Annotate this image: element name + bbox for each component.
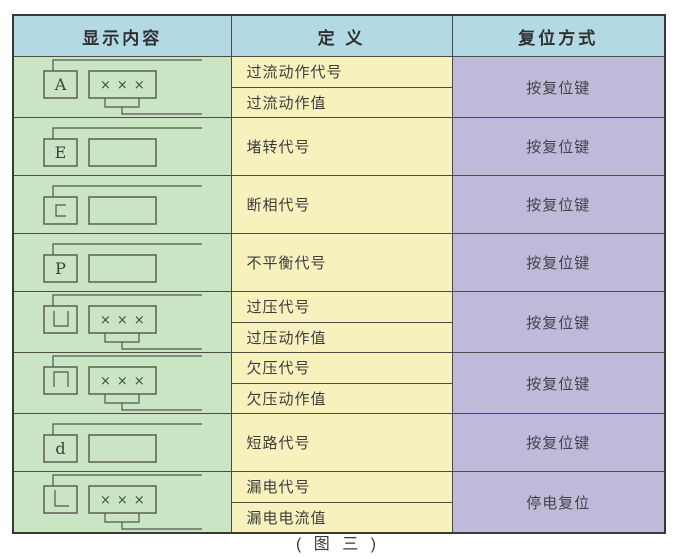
reset-method-cell: 按复位键 <box>451 117 666 176</box>
value-box <box>88 366 157 395</box>
reset-method-cell: 按复位键 <box>451 175 666 234</box>
display-content-cell <box>12 175 232 234</box>
table-row: ××× 过压代号按复位键 <box>12 291 666 353</box>
value-box <box>88 253 157 283</box>
leader-line <box>52 59 203 71</box>
code-letter-box <box>43 70 78 99</box>
table-subrow: 过流动作值 <box>13 86 665 118</box>
code-letter-box <box>43 366 78 395</box>
display-glyph: d <box>43 422 203 463</box>
reset-method-cell: 按复位键 <box>451 56 666 118</box>
code-symbol-square-L <box>54 490 70 507</box>
reset-method-cell: 按复位键 <box>451 291 666 353</box>
definition-cell: 欠压动作值 <box>230 382 453 414</box>
definition-cell: 堵转代号 <box>230 117 453 176</box>
display-glyph: ××× A <box>43 59 203 115</box>
table-row: E 堵转代号按复位键 <box>12 117 666 176</box>
table-subrow: 过压动作值 <box>13 321 665 353</box>
table-row: ××× A 过流动作代号按复位键 <box>12 56 666 118</box>
code-letter-box <box>43 305 78 334</box>
definition-cell: 漏电电流值 <box>230 501 453 534</box>
table-row: ××× 漏电代号停电复位 <box>12 471 666 534</box>
leader-line <box>52 474 203 486</box>
code-letter-box <box>43 137 78 167</box>
code-letter-box <box>43 485 78 514</box>
definition-cell: 断相代号 <box>230 175 453 234</box>
table-row: d 短路代号按复位键 <box>12 413 666 472</box>
display-glyph: ××× <box>43 294 203 350</box>
figure-caption: ( 图 三 ) <box>296 536 380 553</box>
leader-line <box>52 294 203 306</box>
header-display-content: 显示内容 <box>12 14 232 57</box>
display-content-cell: P <box>12 233 232 292</box>
value-box <box>88 305 157 334</box>
display-content-cell: ××× <box>12 352 232 414</box>
display-glyph: ××× <box>43 355 203 411</box>
pointer-bracket <box>104 513 140 523</box>
leader-line <box>52 355 203 367</box>
definition-cell: 漏电代号 <box>230 471 453 503</box>
header-reset-method: 复位方式 <box>451 14 666 57</box>
definition-cell: 欠压代号 <box>230 352 453 384</box>
display-content-cell: ××× <box>12 471 232 534</box>
pointer-bracket <box>104 333 140 343</box>
display-glyph <box>43 184 203 225</box>
code-letter-box <box>43 253 78 283</box>
leader-line <box>52 242 203 255</box>
code-letter-box <box>43 195 78 225</box>
reset-method-cell: 停电复位 <box>451 471 666 534</box>
value-placeholder: ××× <box>100 374 151 389</box>
leader-line <box>52 184 203 197</box>
table-row: 断相代号按复位键 <box>12 175 666 234</box>
header-row: 显示内容 定 义 复位方式 <box>12 14 666 57</box>
display-glyph: P <box>43 242 203 283</box>
pointer-tail <box>121 107 203 115</box>
code-symbol-P: P <box>55 259 66 278</box>
code-symbol-E: E <box>55 143 67 162</box>
table-row: P 不平衡代号按复位键 <box>12 233 666 292</box>
definition-cell: 过压动作值 <box>230 321 453 353</box>
code-symbol-d: d <box>56 439 66 458</box>
code-letter-box <box>43 433 78 463</box>
definition-cell: 短路代号 <box>230 413 453 472</box>
table-subrow: 欠压动作值 <box>13 382 665 414</box>
definition-cell: 过压代号 <box>230 291 453 323</box>
value-box <box>88 433 157 463</box>
display-glyph: E <box>43 126 203 167</box>
code-symbol-square-c <box>55 203 67 217</box>
definition-cell: 不平衡代号 <box>230 233 453 292</box>
pointer-bracket <box>104 394 140 404</box>
value-box <box>88 137 157 167</box>
pointer-tail <box>121 342 203 350</box>
value-box <box>88 70 157 99</box>
display-content-cell: E <box>12 117 232 176</box>
pointer-bracket <box>104 98 140 108</box>
value-placeholder: ××× <box>100 313 151 328</box>
display-content-cell: d <box>12 413 232 472</box>
display-content-cell: ××× A <box>12 56 232 118</box>
table-row: ××× 欠压代号按复位键 <box>12 352 666 414</box>
table-subrow: 漏电电流值 <box>13 501 665 534</box>
header-definition: 定 义 <box>230 14 453 57</box>
pointer-tail <box>121 403 203 411</box>
code-symbol-square-cup <box>53 311 69 327</box>
definition-cell: 过流动作代号 <box>230 56 453 88</box>
display-content-cell: ××× <box>12 291 232 353</box>
code-symbol-A: A <box>54 75 67 94</box>
reset-method-cell: 按复位键 <box>451 413 666 472</box>
definition-cell: 过流动作值 <box>230 86 453 118</box>
display-glyph: ××× <box>43 474 203 530</box>
reset-method-cell: 按复位键 <box>451 233 666 292</box>
code-symbol-square-cap <box>53 371 69 387</box>
reset-method-cell: 按复位键 <box>451 352 666 414</box>
value-box <box>88 485 157 514</box>
leader-line <box>52 126 203 139</box>
pointer-tail <box>121 522 203 530</box>
leader-line <box>52 422 203 435</box>
value-placeholder: ××× <box>100 78 151 93</box>
value-placeholder: ××× <box>100 493 151 508</box>
value-box <box>88 195 157 225</box>
